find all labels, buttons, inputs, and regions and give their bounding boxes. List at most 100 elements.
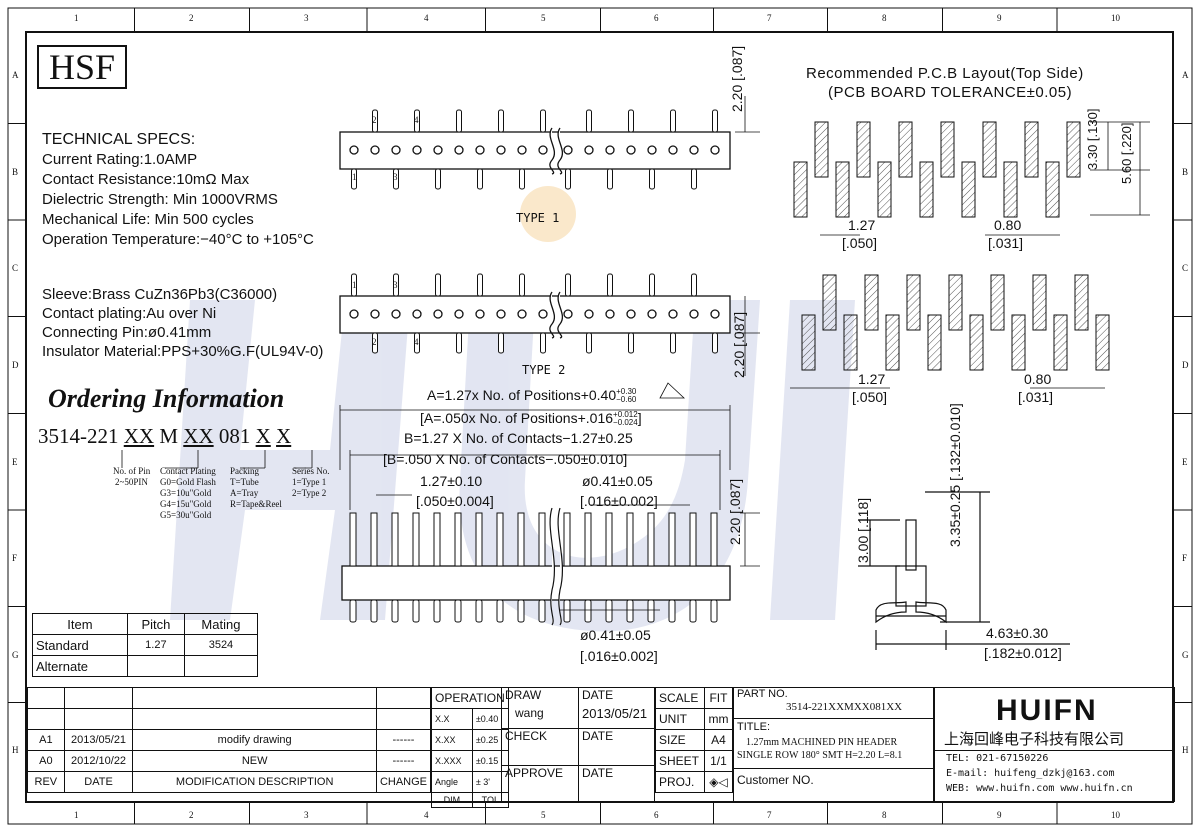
spec-line: Mechanical Life: Min 500 cycles xyxy=(42,211,254,228)
part-block: PART NO. 3514-221XXMXX081XX TITLE: 1.27m… xyxy=(733,687,935,802)
projection-symbol-icon: ◈◁ xyxy=(703,771,734,793)
customer-no-label: Customer NO. xyxy=(737,773,814,787)
pcb-pad xyxy=(1045,161,1060,218)
pitch-table-mating-header: Mating xyxy=(183,613,259,635)
revision-table: A1 2013/05/21 modify drawing ------ A0 2… xyxy=(27,687,432,793)
side-pin-upper xyxy=(689,512,697,567)
pitch-table-standard-pitch: 1.27 xyxy=(126,634,185,656)
material-line: Contact plating:Au over Ni xyxy=(42,305,217,322)
pin-hole xyxy=(517,309,527,319)
side-pin-upper xyxy=(563,512,571,567)
rev-a0-date: 2012/10/22 xyxy=(63,750,134,772)
pin-hole xyxy=(538,145,548,155)
pcb-layout-type1 xyxy=(793,121,1081,218)
pin-hole xyxy=(668,309,678,319)
dim-463: 4.63±0.30 xyxy=(986,625,1049,641)
side-pin-lower xyxy=(349,599,357,623)
pin-lead xyxy=(414,332,420,354)
border-row-D: D xyxy=(1182,360,1189,370)
border-col-5: 5 xyxy=(541,13,546,23)
ordering-legend-item: T=Tube xyxy=(230,477,259,487)
code-plating: XX xyxy=(183,424,214,448)
ordering-legend-item: A=Tray xyxy=(230,488,259,498)
ordering-legend-item: R=Tape&Reel xyxy=(230,499,282,509)
sheet-label: SHEET xyxy=(655,750,705,772)
tol-xxxx: X.XXX xyxy=(431,750,473,772)
pcb-pad xyxy=(982,121,997,178)
pcb-pad xyxy=(1095,314,1110,371)
pin-hole xyxy=(454,309,464,319)
pcb-dim-560: 5.60 [.220] xyxy=(1119,122,1134,184)
pcb-pad xyxy=(990,274,1005,331)
size-label: SIZE xyxy=(655,729,705,751)
pin-lead xyxy=(565,168,571,190)
pin-hole xyxy=(391,309,401,319)
date-label-3: DATE xyxy=(578,765,655,803)
pin-lead xyxy=(456,109,462,133)
draw-name: wang xyxy=(515,706,544,720)
pin-hole xyxy=(391,145,401,155)
side-pin-upper xyxy=(454,512,462,567)
pcb-pad xyxy=(1032,274,1047,331)
dimension-lines xyxy=(339,96,760,611)
pin-number-2-top: 2 xyxy=(372,115,377,125)
side-pin-upper xyxy=(370,512,378,567)
date-cell-1: DATE 2013/05/21 xyxy=(578,687,655,729)
pin-lead xyxy=(435,168,441,190)
border-col-4: 4 xyxy=(424,810,429,820)
pcb-pad xyxy=(898,121,913,178)
side-pin-lower xyxy=(626,599,634,623)
ordering-legend-item: G4=15u"Gold xyxy=(160,499,212,509)
type2-pins xyxy=(349,273,720,354)
pin-number-3-type2: 3 xyxy=(393,280,398,290)
pin-hole xyxy=(689,309,699,319)
border-row-C: C xyxy=(1182,263,1189,273)
company-name: 上海回峰电子科技有限公司 xyxy=(944,731,1125,748)
pin-hole xyxy=(370,145,380,155)
side-pin-lower xyxy=(517,599,525,623)
pin-lead xyxy=(628,109,634,133)
type2-label: TYPE 2 xyxy=(522,363,566,377)
ordering-legend-item: Packing xyxy=(230,466,259,476)
pin-lead xyxy=(565,273,571,297)
border-col-10: 10 xyxy=(1111,13,1120,23)
company-email: E-mail: huifeng_dzkj@163.com xyxy=(946,768,1115,779)
pcb-dim-lines xyxy=(790,121,1150,389)
border-col-2: 2 xyxy=(189,13,194,23)
border-row-B: B xyxy=(1182,167,1189,177)
tol-dim: DIM xyxy=(431,792,473,808)
pin-lead xyxy=(691,168,697,190)
pin-hole xyxy=(496,309,506,319)
type1-pins xyxy=(349,109,720,190)
side-pin-lower xyxy=(454,599,462,623)
scale-label: SCALE xyxy=(655,687,705,709)
pin-lead xyxy=(628,332,634,354)
dim-220-top: 2.20 [.087] xyxy=(729,45,745,112)
pin-hole xyxy=(647,145,657,155)
dim-335: 3.35±0.25 [.132±0.010] xyxy=(947,403,963,547)
rev-header-desc: MODIFICATION DESCRIPTION xyxy=(132,771,377,793)
border-row-F: F xyxy=(12,553,18,563)
pin-number-3-top: 3 xyxy=(393,172,398,182)
pin-hole xyxy=(563,145,573,155)
code-pins: XX xyxy=(123,424,155,448)
ordering-leaders xyxy=(121,450,313,469)
pin-hole xyxy=(517,145,527,155)
company-web: WEB: www.huifn.com www.huifn.cn xyxy=(946,783,1133,794)
draw-text: DRAW xyxy=(505,688,542,702)
tolerance-table: OPERATION X.X±0.40 X.XX±0.25 X.XXX±0.15 … xyxy=(431,687,509,808)
pin-hole xyxy=(412,145,422,155)
side-pin-upper xyxy=(496,512,504,567)
side-pin-lower xyxy=(433,599,441,623)
border-row-C: C xyxy=(12,263,19,273)
border-row-E: E xyxy=(12,457,18,467)
ordering-legend-item: Contact Plating xyxy=(160,466,216,476)
pcb-layout-type2 xyxy=(801,274,1110,371)
pin-lead xyxy=(586,109,592,133)
pitch-table-standard: Standard xyxy=(32,634,128,656)
dim-220-mid: 2.20 [.087] xyxy=(731,311,747,378)
dim-220-side: 2.20 [.087] xyxy=(727,478,743,545)
side-pin-upper xyxy=(517,512,525,567)
border-row-H: H xyxy=(12,745,19,755)
pin-lead xyxy=(456,332,462,354)
